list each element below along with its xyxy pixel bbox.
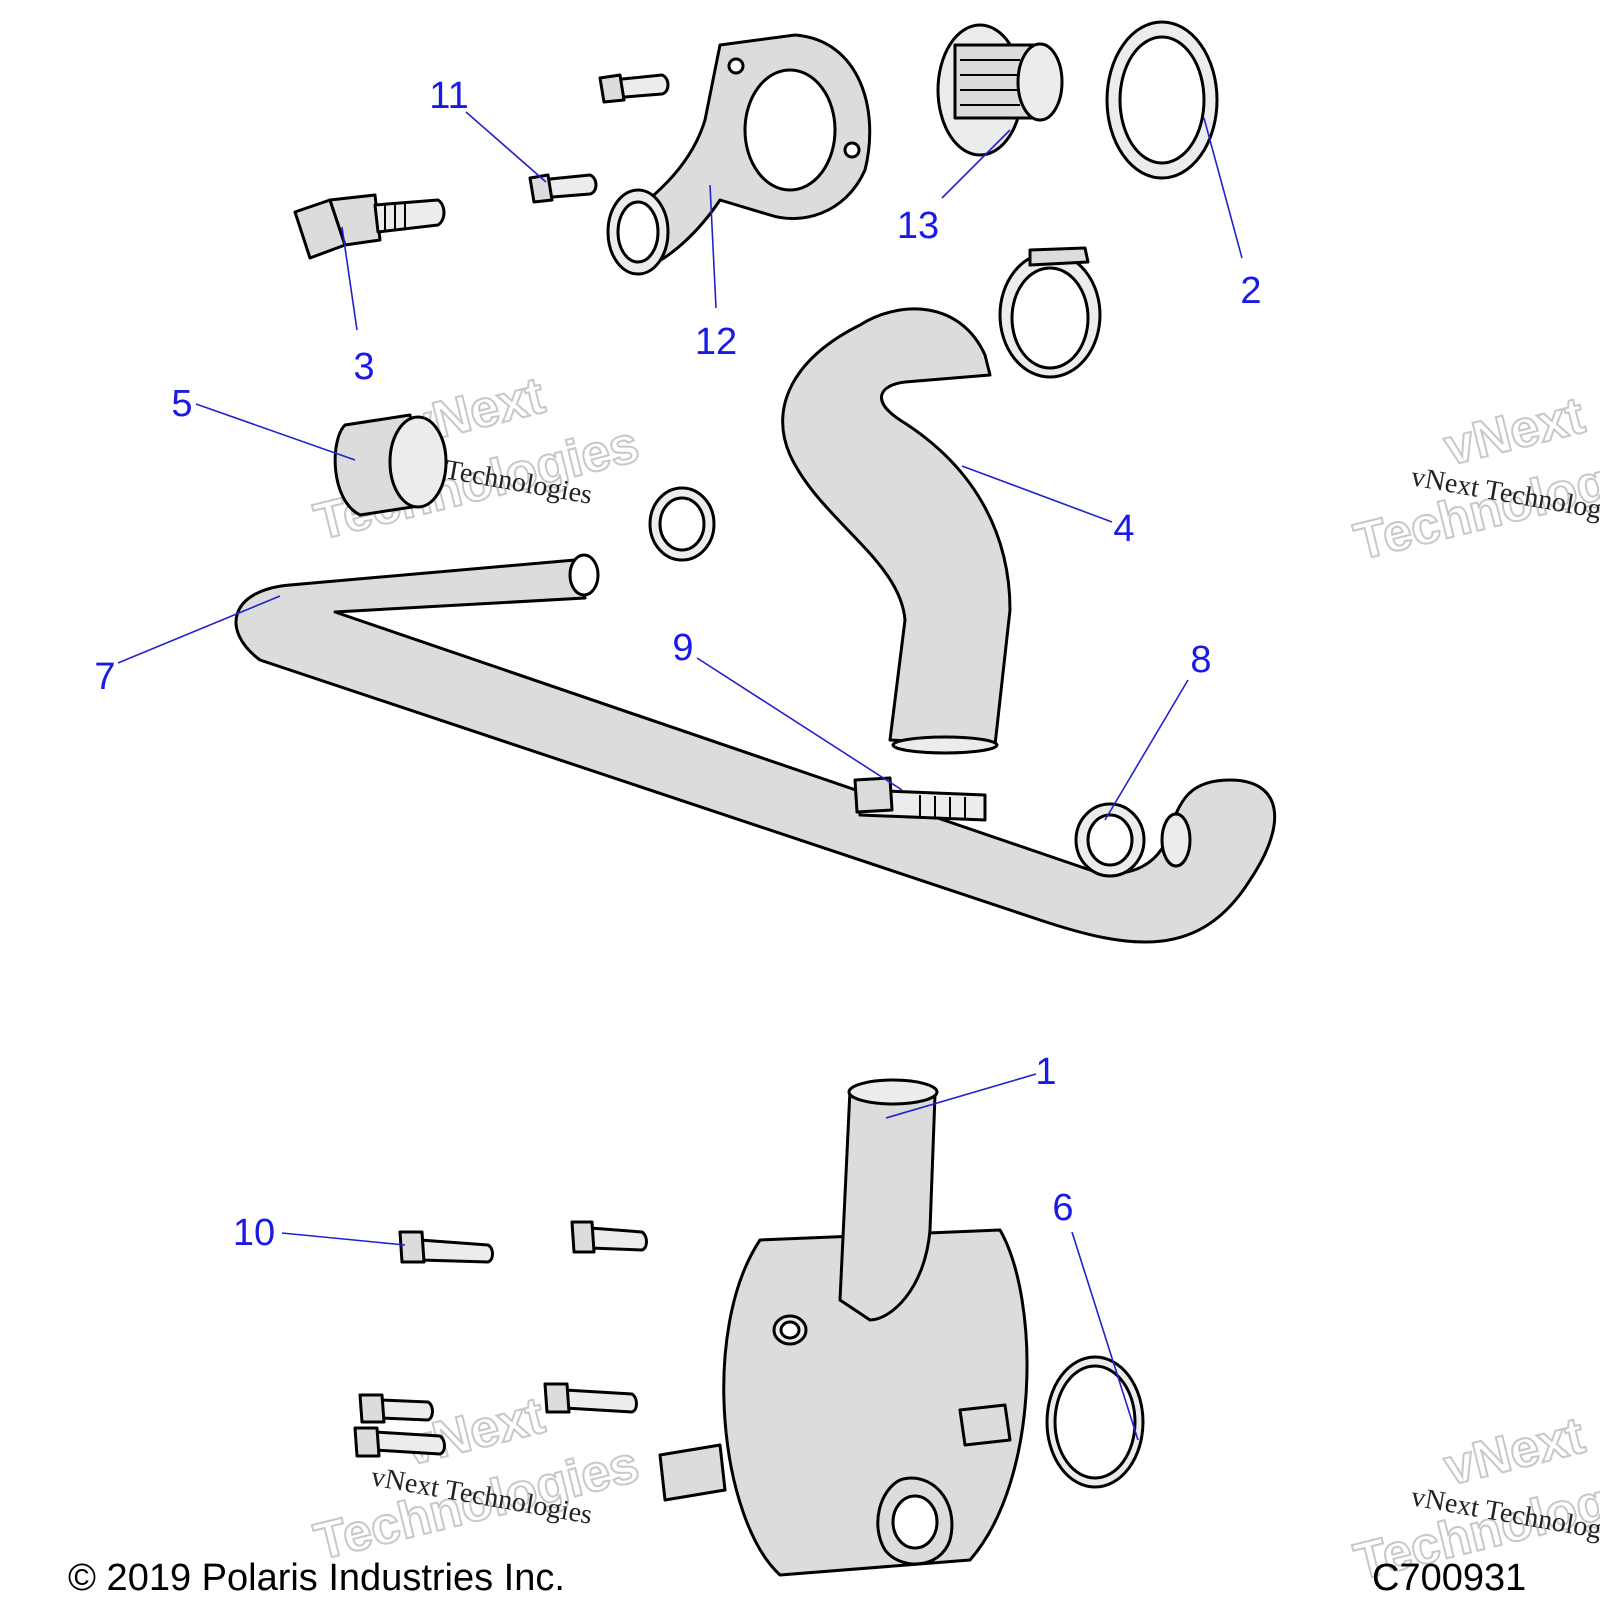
leader-line-11 xyxy=(465,111,547,183)
callout-4: 4 xyxy=(1113,508,1134,550)
leader-line-7 xyxy=(117,595,281,664)
leader-line-3 xyxy=(341,226,358,331)
callout-1: 1 xyxy=(1035,1051,1056,1093)
callout-9: 9 xyxy=(672,627,693,669)
leader-line-1 xyxy=(885,1073,1037,1119)
hose-clamp-upper xyxy=(998,246,1102,379)
bolt-10e xyxy=(543,1382,638,1414)
leader-line-2 xyxy=(1203,117,1243,259)
callout-5: 5 xyxy=(171,383,192,425)
thermostat-13 xyxy=(936,23,1064,157)
seal-ring-2 xyxy=(1105,20,1219,180)
callout-2: 2 xyxy=(1240,270,1261,312)
leader-line-8 xyxy=(1104,679,1189,821)
bolt-11a xyxy=(528,173,598,204)
leader-line-9 xyxy=(696,657,903,791)
callout-3: 3 xyxy=(353,346,374,388)
leader-line-5 xyxy=(195,403,356,461)
coolant-hose-7 xyxy=(234,553,1277,944)
leader-line-6 xyxy=(1071,1231,1139,1441)
callout-10: 10 xyxy=(233,1212,275,1254)
callout-6: 6 xyxy=(1052,1187,1073,1229)
formed-hose-4 xyxy=(781,307,1012,755)
leader-line-4 xyxy=(961,465,1113,523)
temperature-sensor-3 xyxy=(293,193,446,260)
leader-line-12 xyxy=(709,184,717,309)
sleeve-5 xyxy=(333,413,448,517)
hose-clamp-small xyxy=(648,486,716,562)
copyright-text: © 2019 Polaris Industries Inc. xyxy=(68,1557,565,1599)
band-clamp-9 xyxy=(853,776,987,822)
callout-11: 11 xyxy=(429,75,468,117)
bolt-10b xyxy=(570,1220,648,1254)
callout-8: 8 xyxy=(1190,639,1211,681)
leader-line-13 xyxy=(941,129,1011,199)
callout-13: 13 xyxy=(897,205,939,247)
bolt-10d xyxy=(353,1426,446,1458)
water-pump-1 xyxy=(658,1078,1029,1577)
drawing-number: C700931 xyxy=(1372,1557,1526,1599)
callout-7: 7 xyxy=(94,656,115,698)
bolt-10c xyxy=(358,1393,434,1424)
o-ring-6 xyxy=(1045,1355,1145,1489)
thermostat-housing-12 xyxy=(606,33,872,276)
bolt-10a xyxy=(398,1230,494,1264)
clamp-8 xyxy=(1074,802,1146,878)
callout-12: 12 xyxy=(695,321,737,363)
bolt-11b xyxy=(598,73,670,104)
leader-line-10 xyxy=(281,1232,406,1246)
